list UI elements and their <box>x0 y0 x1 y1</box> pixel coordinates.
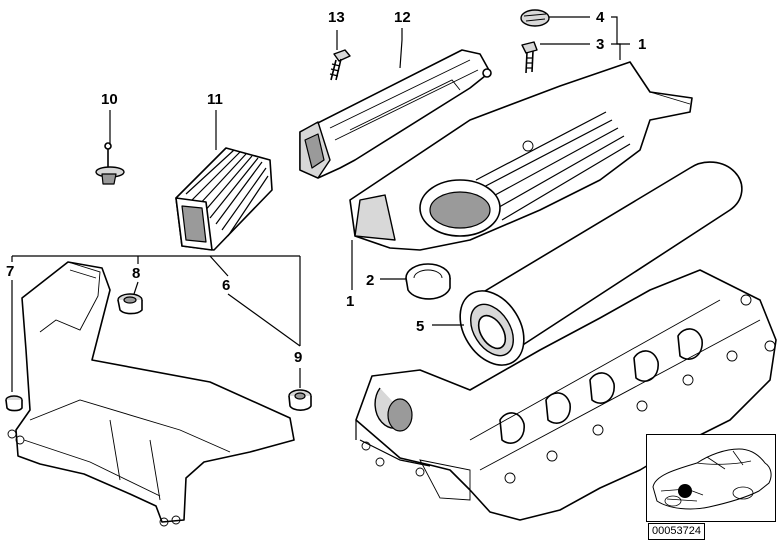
callout-3: 3 <box>596 36 604 53</box>
callout-8: 8 <box>132 265 140 282</box>
air-duct-6 <box>7 261 295 527</box>
filter-cartridge-5 <box>459 161 743 366</box>
callout-9: 9 <box>294 349 302 366</box>
callout-labels: 13 12 4 3 1 10 11 2 1 5 7 8 6 9 <box>6 9 646 366</box>
intake-duct-12 <box>299 49 492 179</box>
car-outline-icon <box>652 448 772 510</box>
seal-ring-2 <box>405 263 451 300</box>
callout-6: 6 <box>222 277 230 294</box>
bellows-11 <box>175 147 273 251</box>
callout-1-top: 1 <box>638 36 646 53</box>
vehicle-location-thumbnail <box>646 434 776 522</box>
grommet-8 <box>117 293 143 315</box>
cylinder-head-cover <box>355 269 777 521</box>
cap-4 <box>520 9 550 27</box>
grommet-9 <box>288 389 312 411</box>
reference-code: 00053724 <box>648 523 705 540</box>
callout-7: 7 <box>6 263 14 280</box>
callout-11: 11 <box>207 91 223 108</box>
engine-cover-1 <box>349 61 693 251</box>
callout-1-bottom: 1 <box>346 293 354 310</box>
callout-5: 5 <box>416 318 424 335</box>
leader-lines <box>11 16 630 392</box>
fastener-10 <box>95 142 125 185</box>
grommet-7 <box>5 395 23 412</box>
callout-13: 13 <box>328 9 345 26</box>
callout-12: 12 <box>394 9 411 26</box>
bolt-3 <box>521 41 538 74</box>
callout-2: 2 <box>366 272 374 289</box>
bolt-13 <box>329 49 351 81</box>
callout-4: 4 <box>596 9 605 26</box>
callout-10: 10 <box>101 91 118 108</box>
